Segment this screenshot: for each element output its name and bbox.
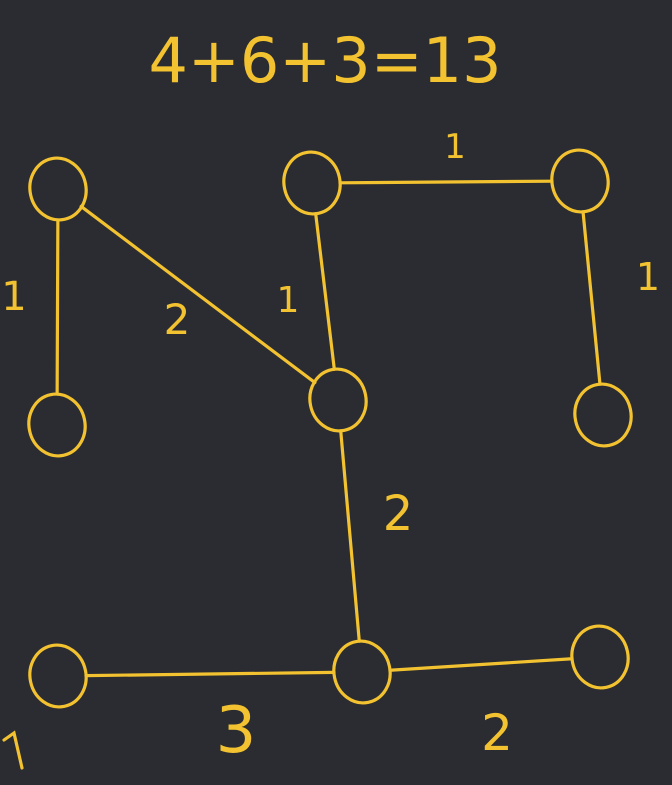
weight-label-n1-n4: 2 bbox=[164, 295, 191, 344]
arrow-mark bbox=[2, 730, 24, 770]
edge-n8-n9 bbox=[388, 657, 574, 672]
node-n8 bbox=[332, 639, 392, 705]
edges-layer bbox=[55, 179, 602, 678]
node-n9 bbox=[570, 624, 630, 690]
edge-n1-n4 bbox=[79, 204, 317, 385]
edge-n3-n5 bbox=[338, 179, 554, 185]
weight-label-n3-n4: 1 bbox=[277, 280, 300, 321]
node-n4 bbox=[308, 367, 368, 433]
edge-n3-n4 bbox=[314, 212, 336, 371]
edge-n7-n8 bbox=[84, 670, 336, 678]
node-n1 bbox=[28, 156, 88, 222]
weight-label-n8-n9: 2 bbox=[481, 704, 513, 762]
weight-label-n3-n5: 1 bbox=[444, 127, 466, 167]
nodes-layer bbox=[27, 148, 633, 709]
node-n2 bbox=[27, 392, 87, 458]
node-n6 bbox=[573, 382, 633, 448]
weight-label-n7-n8: 3 bbox=[216, 694, 257, 768]
equation-title: 4+6+3=13 bbox=[148, 24, 501, 97]
node-n3 bbox=[282, 150, 342, 216]
weight-label-n4-n8: 2 bbox=[383, 486, 414, 542]
node-n5 bbox=[550, 148, 610, 214]
labels-layer: 1 2 1 1 1 2 3 2 bbox=[1, 127, 660, 768]
node-n7 bbox=[28, 643, 88, 709]
edge-n4-n8 bbox=[339, 429, 361, 643]
weight-label-n1-n2: 1 bbox=[1, 274, 26, 320]
edge-n1-n2 bbox=[55, 218, 60, 396]
weight-label-n5-n6: 1 bbox=[636, 255, 660, 299]
edge-n5-n6 bbox=[581, 210, 602, 386]
